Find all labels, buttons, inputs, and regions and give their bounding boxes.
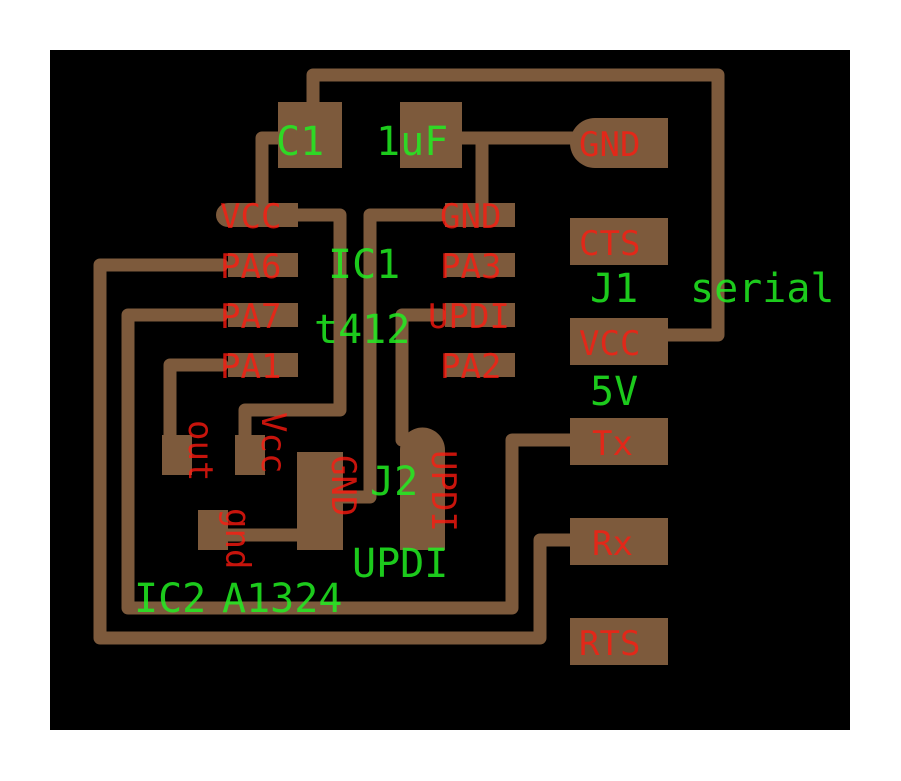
label-ic2-out: out	[180, 420, 220, 481]
label-ic2-vcc: Vcc	[253, 412, 293, 473]
label-j2-gnd: GND	[323, 455, 363, 516]
label-j2-updi: UPDI	[423, 450, 463, 532]
component-labels: C1 1uF IC1 t412 J1 serial 5V IC2 A1324 J…	[134, 119, 835, 622]
pad-j1-tx	[570, 418, 668, 465]
traces	[93, 68, 725, 645]
j1-value: serial	[690, 266, 835, 312]
label-ic2-gnd: gnd	[217, 508, 257, 569]
pad-j1-rx	[570, 518, 668, 565]
label-j1-rx: Rx	[592, 524, 633, 564]
trace-updi	[395, 308, 447, 447]
trace-pa7-tx	[121, 308, 582, 615]
ic1-value: t412	[314, 307, 410, 353]
ic1-ref: IC1	[328, 242, 400, 288]
pad-ic1-pa2	[445, 353, 515, 377]
pad-ic1-pa7	[228, 303, 298, 327]
label-ic1-updi: UPDI	[428, 297, 510, 337]
label-ic1-pa6: PA6	[220, 247, 281, 287]
label-j1-vcc: VCC	[579, 324, 640, 364]
trace-vcc-loop	[306, 68, 725, 342]
label-ic1-pa3: PA3	[440, 247, 501, 287]
pad-ic1-pa3	[445, 253, 515, 277]
pad-ic2-gnd	[198, 510, 228, 550]
pad-ic1-updi	[445, 303, 515, 327]
label-ic1-pa1: PA1	[220, 347, 281, 387]
pad-j1-cts	[570, 218, 668, 265]
pad-labels: VCC PA6 PA7 PA1 GND PA3 UPDI PA2 GND CTS…	[180, 125, 640, 664]
pad-j1-rts	[570, 618, 668, 665]
label-ic1-vcc: VCC	[220, 197, 281, 237]
j2-value: UPDI	[352, 541, 448, 587]
trace-gnd-j2	[333, 208, 447, 504]
label-j1-rts: RTS	[579, 624, 640, 664]
pad-c1-2	[400, 102, 462, 168]
label-j1-tx: Tx	[592, 424, 633, 464]
pad-j2-updi	[400, 427, 445, 550]
ic2-ref: IC2	[134, 576, 206, 622]
trace-pa6-rx	[93, 258, 582, 645]
ic2-value: A1324	[222, 576, 342, 622]
label-ic1-pa2: PA2	[440, 347, 501, 387]
trace-vcc-ic2	[238, 208, 347, 447]
trace-c1-vcc	[255, 131, 289, 222]
j1-note: 5V	[590, 369, 638, 415]
pad-ic1-gnd	[445, 203, 515, 227]
pad-c1-1	[278, 102, 342, 168]
pad-ic2-out	[162, 435, 192, 475]
pad-ic2-vcc	[235, 435, 265, 475]
c1-value: 1uF	[376, 119, 448, 165]
pad-ic1-pa6	[228, 253, 298, 277]
pad-ic1-pa1	[228, 353, 298, 377]
trace-pa1-out	[163, 358, 229, 447]
label-ic1-gnd: GND	[440, 197, 501, 237]
label-ic1-pa7: PA7	[220, 297, 281, 337]
label-j1-cts: CTS	[579, 224, 640, 264]
pads	[162, 102, 668, 665]
c1-ref: C1	[276, 119, 324, 165]
pad-ic1-vcc	[216, 203, 298, 227]
j2-ref: J2	[370, 459, 418, 505]
j1-ref: J1	[590, 266, 638, 312]
pad-j1-vcc	[570, 318, 668, 365]
pad-j2-gnd	[297, 452, 343, 550]
label-j1-gnd: GND	[579, 125, 640, 165]
pad-j1-gnd	[570, 118, 668, 168]
